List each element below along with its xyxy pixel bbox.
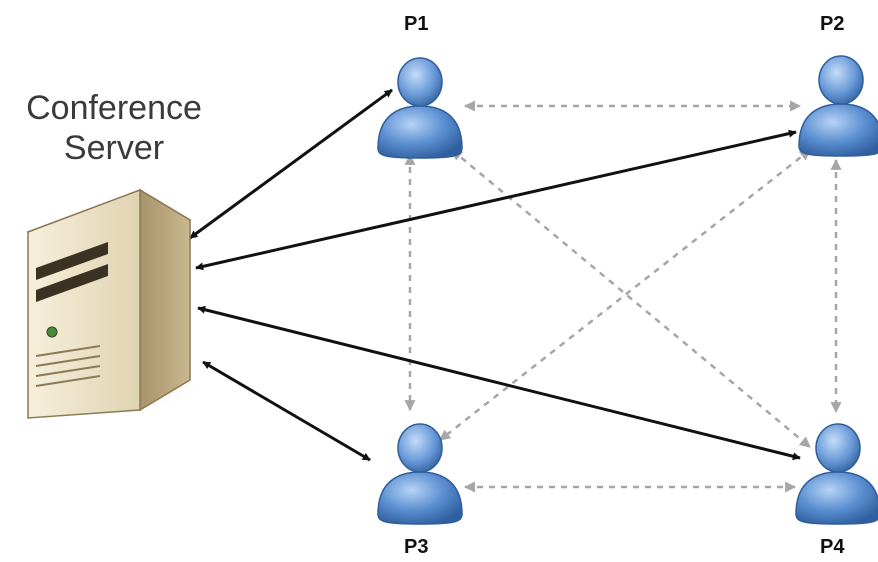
link-server-p1 bbox=[189, 88, 393, 240]
p3-user-icon bbox=[377, 423, 463, 525]
link-p2-p3 bbox=[439, 149, 811, 441]
link-p1-p4 bbox=[451, 149, 811, 448]
p2-label: P2 bbox=[820, 13, 845, 35]
p1-user-icon bbox=[377, 57, 463, 159]
link-server-p3 bbox=[202, 360, 371, 462]
server-icon bbox=[26, 188, 205, 419]
peer-links bbox=[404, 100, 842, 493]
server-links bbox=[189, 88, 801, 462]
server-label: Conference Server bbox=[14, 88, 214, 168]
server-label-line2: Server bbox=[63, 129, 165, 167]
p2-user-icon bbox=[798, 55, 878, 157]
server-label-line1: Conference bbox=[26, 89, 202, 127]
p4-label: P4 bbox=[820, 536, 845, 558]
p4-user-icon bbox=[795, 423, 878, 525]
p3-label: P3 bbox=[404, 536, 429, 558]
link-server-p4 bbox=[197, 305, 801, 461]
link-server-p2 bbox=[195, 129, 797, 271]
p1-label: P1 bbox=[404, 13, 429, 35]
